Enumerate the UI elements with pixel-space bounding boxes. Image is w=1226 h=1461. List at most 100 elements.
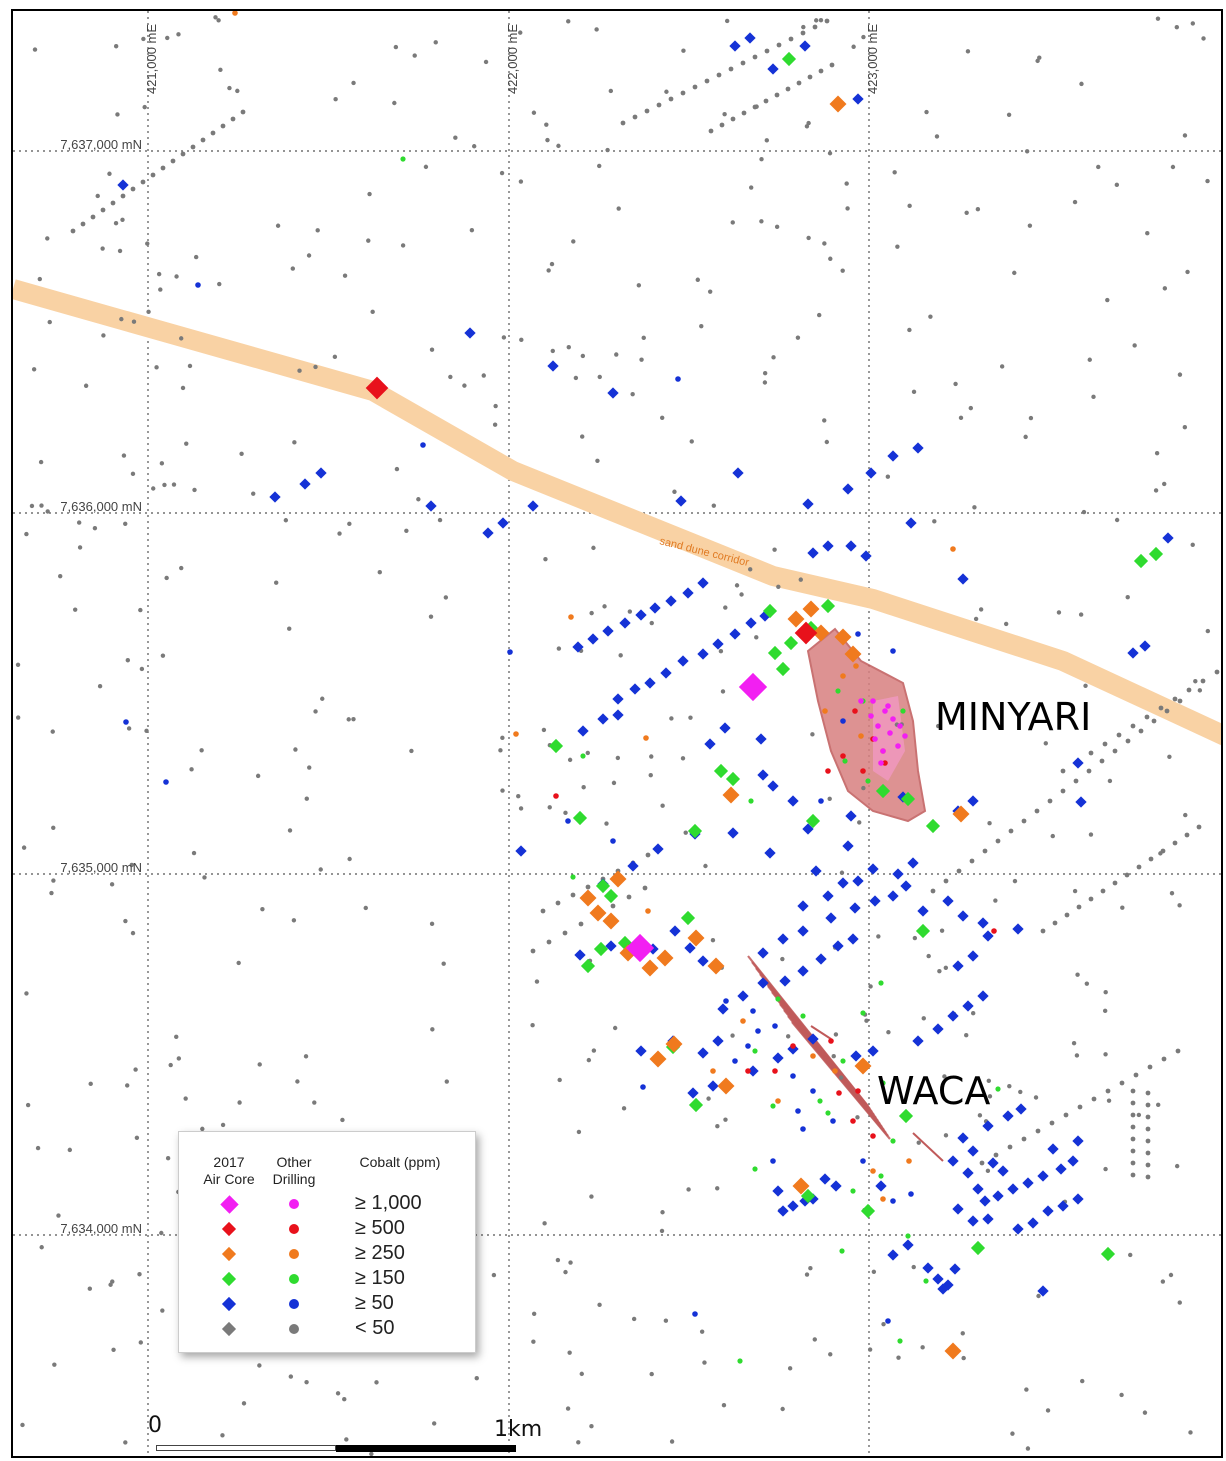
drill-hole-dot (643, 735, 649, 741)
drill-hole-dot (77, 545, 83, 550)
drill-hole-dot (776, 42, 782, 48)
drill-hole-dot (20, 1422, 25, 1428)
drill-hole-dot (724, 18, 730, 24)
air-core-hole (1162, 532, 1174, 544)
drill-hole-dot (900, 708, 906, 714)
drill-hole-dot (1103, 1166, 1108, 1172)
drill-hole-dot (750, 1008, 756, 1014)
air-core-hole (825, 912, 837, 924)
drill-hole-dot (39, 1245, 44, 1250)
drill-hole-dot (704, 78, 710, 84)
drill-hole-dot (770, 1158, 776, 1164)
air-core-hole (767, 780, 779, 792)
drill-hole-dot (216, 18, 221, 23)
drill-hole-dot (1130, 1160, 1136, 1166)
drill-hole-dot (170, 158, 176, 164)
drill-hole-dot (995, 838, 1001, 844)
drill-hole-dot (92, 525, 98, 531)
drill-hole-dot (897, 1338, 903, 1344)
air-core-hole (1139, 640, 1151, 652)
drill-hole-dot (443, 595, 449, 600)
drill-hole-dot (1103, 1052, 1108, 1057)
drill-hole-dot (1130, 1148, 1136, 1154)
drill-hole-dot (501, 335, 507, 340)
drill-hole-dot (618, 653, 623, 658)
drill-hole-dot (576, 1129, 582, 1135)
drill-hole-dot (1072, 199, 1078, 205)
drill-hole-dot (636, 283, 642, 288)
air-core-hole (944, 1342, 962, 1360)
drill-hole-dot (462, 383, 467, 388)
air-core-hole (577, 725, 589, 737)
drill-hole-dot (313, 709, 318, 714)
legend-air-core-symbol (219, 1194, 239, 1214)
drill-hole-dot (570, 892, 576, 898)
air-core-hole (949, 1263, 961, 1275)
drill-hole-dot (499, 170, 505, 176)
drill-hole-dot (692, 84, 698, 90)
drill-hole-dot (723, 998, 729, 1004)
drill-hole-dot (745, 1043, 751, 1049)
drill-hole-dot (930, 888, 936, 894)
drill-hole-dot (895, 244, 900, 249)
air-core-hole (860, 1203, 876, 1219)
drill-hole-dot (730, 116, 736, 122)
air-core-hole (781, 51, 797, 67)
drill-hole-dot (621, 1106, 627, 1111)
drill-hole-dot (1027, 223, 1033, 228)
drill-hole-dot (594, 27, 599, 32)
drill-hole-dot (519, 337, 524, 343)
drill-hole-dot (907, 203, 912, 209)
drill-hole-dot (993, 1152, 999, 1158)
drill-hole-dot (764, 138, 770, 143)
air-core-hole (792, 1177, 810, 1195)
air-core-hole (1067, 1155, 1079, 1167)
drill-hole-dot (1185, 269, 1190, 275)
drill-hole-dot (675, 376, 681, 382)
drill-hole-dot (715, 1123, 720, 1129)
air-core-hole (845, 810, 857, 822)
drill-hole-dot (518, 179, 524, 184)
drill-hole-dot (492, 422, 498, 427)
drill-hole-dot (648, 772, 653, 778)
drill-hole-dot (772, 1023, 778, 1029)
drill-hole-dot (363, 905, 368, 911)
drill-hole-dot (570, 874, 576, 880)
drill-hole-dot (956, 868, 962, 874)
drill-hole-dot (668, 96, 674, 102)
air-core-hole (1072, 757, 1084, 769)
drill-hole-dot (49, 890, 54, 896)
drill-hole-dot (240, 109, 246, 115)
drill-hole-dot (686, 1187, 691, 1192)
drill-hole-dot (1105, 297, 1110, 303)
drill-hole-dot (1162, 286, 1168, 291)
drill-hole-dot (543, 556, 548, 562)
drill-hole-dot (688, 715, 693, 720)
air-core-hole (932, 1023, 944, 1035)
air-core-hole (977, 917, 989, 929)
drill-hole-dot (825, 768, 831, 774)
drill-hole-dot (870, 1133, 876, 1139)
drill-hole-dot (290, 266, 296, 271)
drill-hole-dot (718, 649, 724, 654)
drill-hole-dot (97, 684, 103, 689)
drill-hole-dot (880, 748, 886, 754)
drill-hole-dot (872, 736, 878, 742)
drill-hole-dot (239, 451, 244, 457)
drill-hole-dot (1007, 1144, 1013, 1150)
air-core-hole (807, 1033, 819, 1045)
drill-hole-dot (556, 646, 562, 651)
drill-hole-dot (775, 1098, 781, 1104)
drill-hole-dot (1036, 1293, 1041, 1299)
drill-hole-dot (706, 1096, 711, 1101)
drill-hole-dot (995, 1086, 1001, 1092)
drill-hole-dot (332, 354, 338, 360)
air-core-hole (579, 889, 597, 907)
drill-hole-dot (121, 453, 127, 458)
drill-hole-dot (810, 1088, 816, 1094)
drill-hole-dot (732, 1058, 738, 1064)
air-core-hole (852, 875, 864, 887)
drill-hole-dot (973, 616, 979, 622)
drill-hole-dot (645, 852, 651, 858)
